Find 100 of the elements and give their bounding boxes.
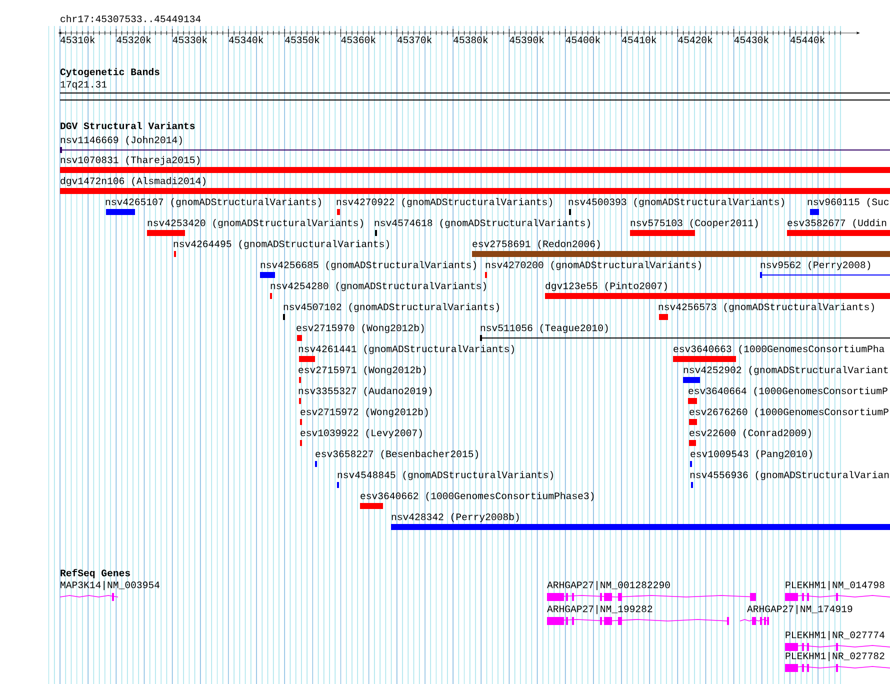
node-label: esv3640662 (1000GenomesConsortiumPhase3) — [360, 492, 594, 502]
node-label: dgv123e55 (Pinto2007) — [546, 282, 667, 292]
variant-feature: esv3582677 (Uddin — [787, 218, 890, 236]
tick-label: 45360k — [341, 36, 376, 44]
cytoband-feature: 17q21.31 — [60, 80, 890, 100]
tick-label: 45390k — [510, 36, 544, 44]
variant-feature: esv3640663 (1000GenomesConsortiumPha — [673, 344, 884, 362]
variant-feature: esv2676260 (1000GenomesConsortiumP — [689, 408, 888, 425]
node-label: ARHGAP27|NM_199282 — [547, 604, 652, 614]
node-label: PLEKHM1|NR_027782 — [786, 652, 884, 662]
node-label: nsv4256573 (gnomADStructuralVariants) — [658, 302, 874, 312]
node-label: nsv4256685 (gnomADStructuralVariants) — [260, 260, 476, 270]
node-label: nsv4264495 (gnomADStructuralVariants) — [174, 240, 389, 250]
node-label: esv2715970 (Wong2012b) — [296, 324, 424, 334]
variant-feature: esv1039922 (Levy2007) — [300, 428, 422, 446]
variant-feature: nsv4548845 (gnomADStructuralVariants) — [337, 470, 553, 488]
node-label: nsv4261441 (gnomADStructuralVariants) — [298, 344, 514, 354]
gene-feature: ARHGAP27|NM_001282290 — [546, 580, 756, 601]
variant-feature: dgv123e55 (Pinto2007) — [545, 282, 890, 299]
variant-feature: nsv1070831 (Thareja2015) — [60, 156, 890, 173]
gene-feature: MAP3K14|NM_003954 — [60, 580, 160, 601]
tick-label: 45430k — [734, 36, 769, 44]
node-label: ARHGAP27|NM_174919 — [747, 604, 852, 614]
node-label: nsv511056 (Teague2010) — [480, 324, 608, 334]
variant-feature: nsv3355327 (Audano2019) — [298, 386, 432, 404]
node-label: nsv960115 (Suc — [808, 198, 889, 208]
variant-feature: esv1009543 (Pang2010) — [690, 450, 812, 467]
tick-label: 45440k — [790, 36, 825, 44]
variant-feature: nsv575103 (Cooper2011) — [630, 218, 758, 236]
node-label: esv3582677 (Uddin — [788, 218, 886, 228]
tick-label: 45420k — [678, 36, 712, 44]
variant-feature: nsv4556936 (gnomADStructuralVarian — [690, 470, 889, 488]
variant-feature: esv22600 (Conrad2009) — [689, 428, 811, 446]
variant-feature: nsv428342 (Perry2008b) — [391, 512, 890, 530]
node-label: esv3658227 (Besenbacher2015) — [316, 450, 478, 460]
node-label: nsv4254280 (gnomADStructuralVariants) — [270, 282, 486, 292]
variant-feature: esv2758691 (Redon2006) — [472, 240, 890, 257]
variant-feature: nsv4252902 (gnomADStructuralVariant — [683, 366, 888, 383]
node-label: PLEKHM1|NM_014798 — [786, 580, 884, 590]
node-label: nsv1146669 (John2014) — [60, 136, 182, 146]
gene-feature: ARHGAP27|NM_174919 — [740, 604, 852, 625]
variant-feature: nsv4256573 (gnomADStructuralVariants) — [658, 302, 874, 320]
tick-label: 45370k — [397, 36, 432, 44]
tick-label: 45320k — [116, 36, 151, 44]
variant-feature: esv3640662 (1000GenomesConsortiumPhase3) — [360, 492, 594, 509]
node-label: nsv428342 (Perry2008b) — [392, 512, 519, 522]
variant-feature: nsv4507102 (gnomADStructuralVariants) — [283, 302, 499, 320]
node-label: nsv4253420 (gnomADStructuralVariants) — [148, 218, 363, 228]
variant-feature: nsv4270200 (gnomADStructuralVariants) — [485, 260, 701, 278]
variant-feature: esv2715970 (Wong2012b) — [296, 324, 424, 341]
variant-feature: nsv4500393 (gnomADStructuralVariants) — [568, 198, 784, 215]
node-label: PLEKHM1|NR_027774 — [786, 630, 884, 640]
tick-label: 45410k — [622, 36, 656, 44]
node-label: nsv575103 (Cooper2011) — [630, 218, 758, 228]
variant-feature: nsv4270922 (gnomADStructuralVariants) — [336, 198, 552, 215]
node-label: nsv1070831 (Thareja2015) — [60, 156, 200, 166]
variant-feature: nsv511056 (Teague2010) — [480, 324, 890, 341]
variant-feature: nsv960115 (Suc — [808, 198, 889, 215]
node-label: nsv9562 (Perry2008) — [760, 260, 870, 270]
node-label: nsv4270922 (gnomADStructuralVariants) — [336, 198, 552, 208]
track-title: DGV Structural Variants — [60, 122, 195, 130]
node-label: nsv4270200 (gnomADStructuralVariants) — [486, 260, 701, 270]
node-label: esv22600 (Conrad2009) — [690, 428, 811, 438]
gene-feature: PLEKHM1|NM_014798 — [784, 580, 890, 601]
variant-feature: esv2715972 (Wong2012b) — [300, 408, 428, 425]
node-label: nsv4574618 (gnomADStructuralVariants) — [374, 218, 590, 228]
tick-label: 45330k — [172, 36, 208, 44]
node-label: nsv4265107 (gnomADStructuralVariants) — [106, 198, 321, 208]
node-label: esv2715971 (Wong2012b) — [298, 366, 426, 376]
node-label: nsv4556936 (gnomADStructuralVarian — [690, 470, 889, 480]
node-label: dgv1472n106 (Alsmadi2014) — [60, 176, 206, 186]
tick-label: 45350k — [285, 36, 320, 44]
node-label: nsv4252902 (gnomADStructuralVariant — [684, 366, 888, 376]
tick-label: 45400k — [566, 36, 600, 44]
variant-feature: nsv4261441 (gnomADStructuralVariants) — [298, 344, 514, 362]
gene-feature: PLEKHM1|NR_027782 — [784, 652, 890, 672]
node-label: esv2676260 (1000GenomesConsortiumP — [690, 408, 888, 418]
node-label: ARHGAP27|NM_001282290 — [547, 580, 670, 590]
node-label: esv1009543 (Pang2010) — [690, 450, 812, 460]
tick-label: 45380k — [454, 36, 488, 44]
variant-feature: esv3640664 (1000GenomesConsortiumP — [688, 386, 888, 404]
variant-feature: nsv4253420 (gnomADStructuralVariants) — [147, 218, 363, 236]
node-label: nsv3355327 (Audano2019) — [298, 386, 432, 396]
variant-feature: nsv4264495 (gnomADStructuralVariants) — [174, 240, 389, 257]
tick-label: 45310k — [60, 36, 95, 44]
node-label: esv2758691 (Redon2006) — [472, 240, 600, 250]
variant-feature: nsv1146669 (John2014) — [60, 136, 890, 153]
node-label: esv1039922 (Levy2007) — [300, 428, 422, 438]
node-label: esv2715972 (Wong2012b) — [300, 408, 428, 418]
gene-feature: ARHGAP27|NM_199282 — [546, 604, 729, 625]
node-label: MAP3K14|NM_003954 — [60, 580, 160, 590]
gene-feature: PLEKHM1|NR_027774 — [784, 630, 890, 651]
tick-label: 45340k — [228, 36, 264, 44]
variant-feature: nsv4574618 (gnomADStructuralVariants) — [374, 218, 590, 236]
node-label: nsv4548845 (gnomADStructuralVariants) — [338, 470, 553, 480]
variant-feature: nsv4256685 (gnomADStructuralVariants) — [260, 260, 476, 278]
variant-feature: nsv4265107 (gnomADStructuralVariants) — [106, 198, 321, 215]
variant-feature: nsv9562 (Perry2008) — [760, 260, 890, 278]
variant-feature: esv2715971 (Wong2012b) — [298, 366, 426, 383]
variant-feature: esv3658227 (Besenbacher2015) — [315, 450, 478, 467]
